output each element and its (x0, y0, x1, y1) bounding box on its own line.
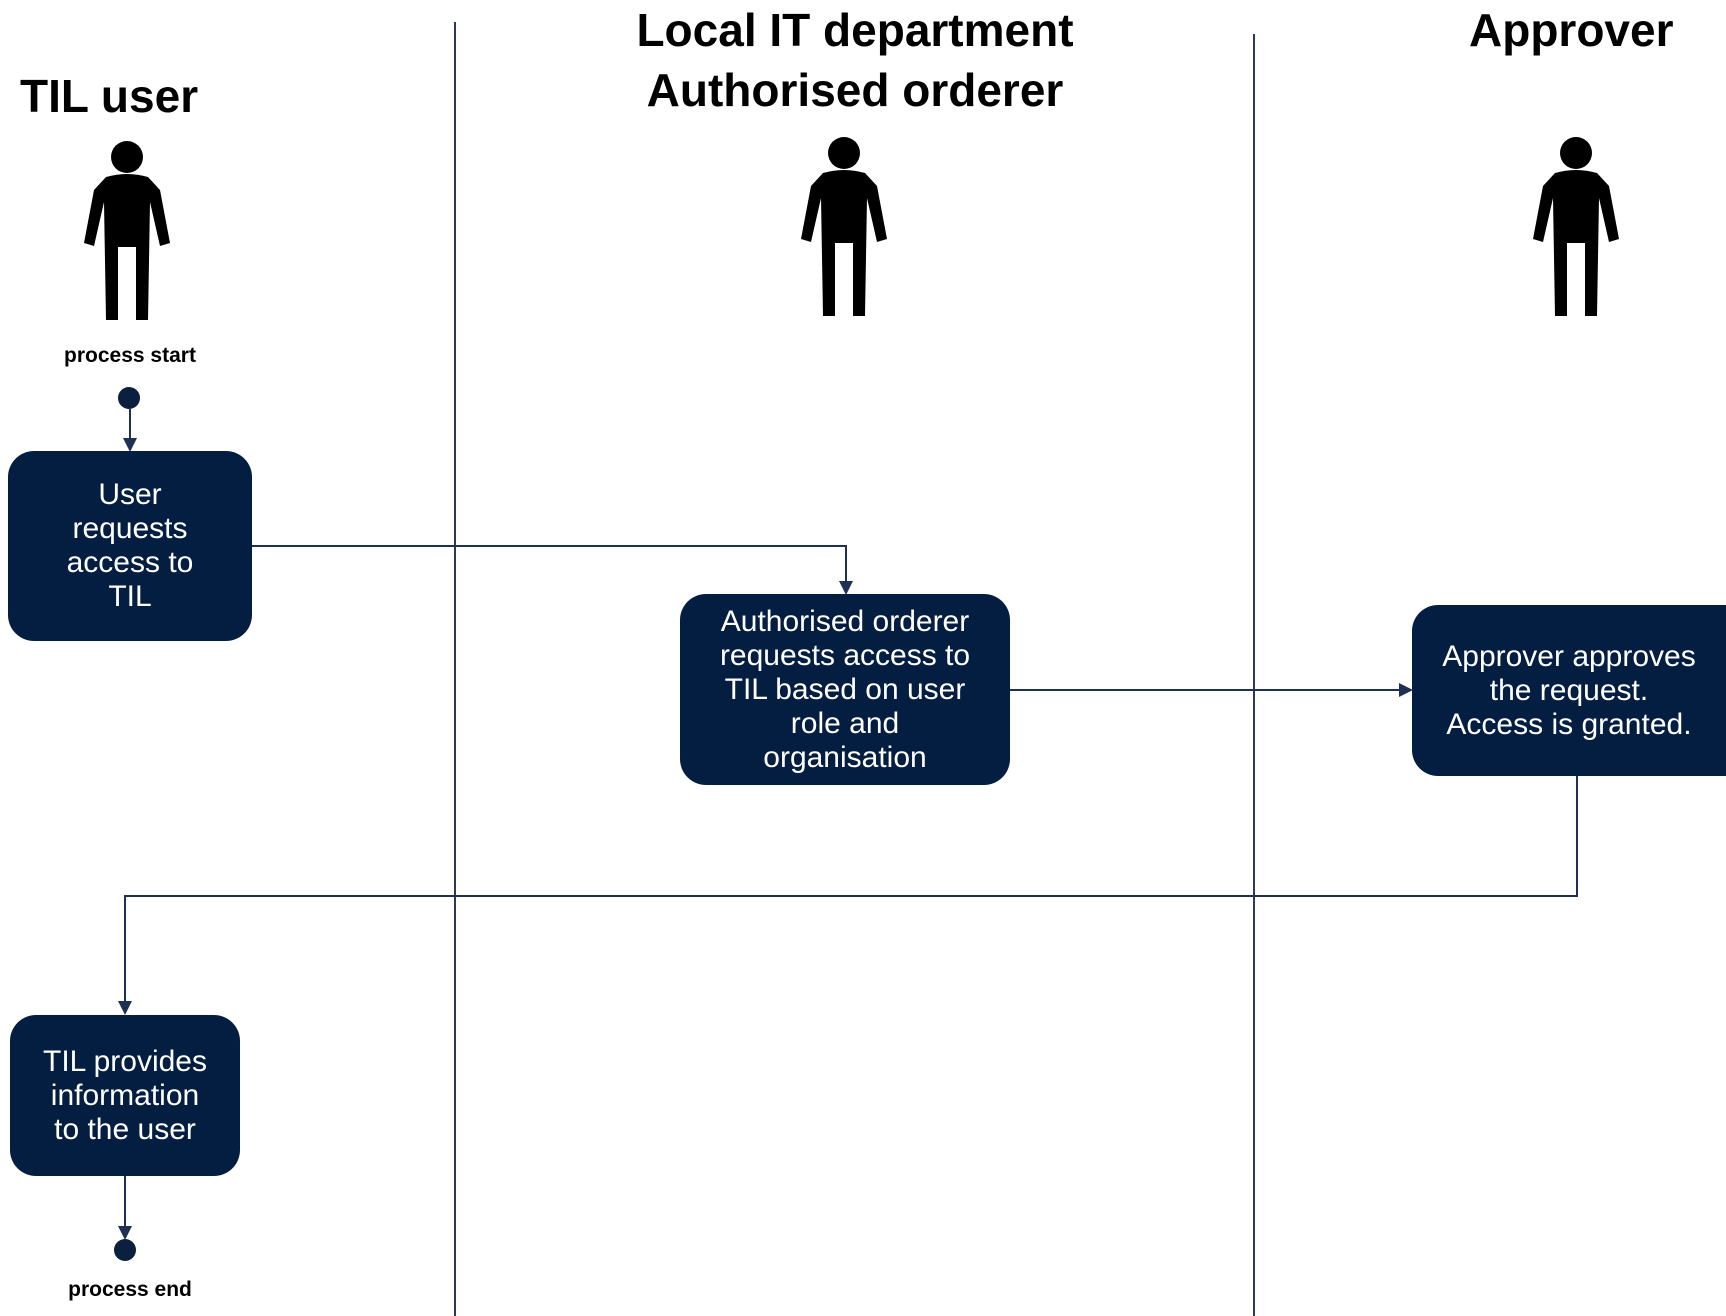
node-text-line: requests access to (719, 638, 971, 672)
actor-til-user-icon (84, 141, 170, 320)
process-start-label: process start (64, 344, 196, 367)
edge-approver-to-til-provides (118, 776, 1578, 1015)
node-text: Approver approves the request. Access is… (1442, 640, 1695, 742)
node-text-line: TIL (108, 580, 152, 613)
node-text-line: Approver approves (1442, 639, 1696, 673)
node-text-line: organisation (763, 740, 927, 774)
end-node-icon (114, 1239, 136, 1261)
node-text-line: TIL provides (43, 1044, 207, 1078)
node-text-line: role and (790, 706, 900, 740)
lane-divider-left (454, 22, 456, 1316)
node-text-line: to the user (54, 1112, 196, 1146)
node-user-requests-access: User requests access to TIL (8, 451, 252, 641)
actor-approver-icon (1533, 137, 1619, 316)
node-text: TIL provides information to the user (43, 1045, 207, 1147)
lane-title-til-user: TIL user (20, 66, 198, 126)
lane-title-line: Approver (1469, 4, 1674, 56)
node-text-line: information (50, 1078, 200, 1112)
lane-divider-right (1253, 34, 1255, 1316)
actor-authorised-orderer-icon (801, 137, 887, 316)
node-text-line: requests (72, 512, 188, 545)
node-text-line: TIL based on user (724, 672, 966, 706)
node-text: Authorised orderer requests access to TI… (720, 605, 970, 775)
node-text-line: Authorised orderer (720, 604, 970, 638)
node-text-line: the request. (1489, 673, 1649, 707)
node-text-line: Access is granted. (1446, 707, 1692, 741)
lane-title-line: TIL user (20, 70, 199, 122)
lane-title-local-it: Local IT department Authorised orderer (605, 0, 1105, 120)
edge-user-request-to-orderer (252, 545, 853, 595)
node-orderer-requests-access: Authorised orderer requests access to TI… (680, 594, 1010, 785)
node-text-line: access to (66, 546, 194, 579)
node-text: User requests access to TIL (67, 478, 194, 614)
lane-title-approver: Approver (1469, 0, 1673, 60)
process-end-label: process end (68, 1278, 192, 1301)
start-node-icon (118, 387, 140, 409)
node-text-line: User (98, 478, 162, 511)
lane-title-line: Local IT department (636, 4, 1074, 56)
node-til-provides-information: TIL provides information to the user (10, 1015, 240, 1176)
lane-title-line: Authorised orderer (646, 64, 1064, 116)
node-approver-approves: Approver approves the request. Access is… (1412, 605, 1726, 776)
